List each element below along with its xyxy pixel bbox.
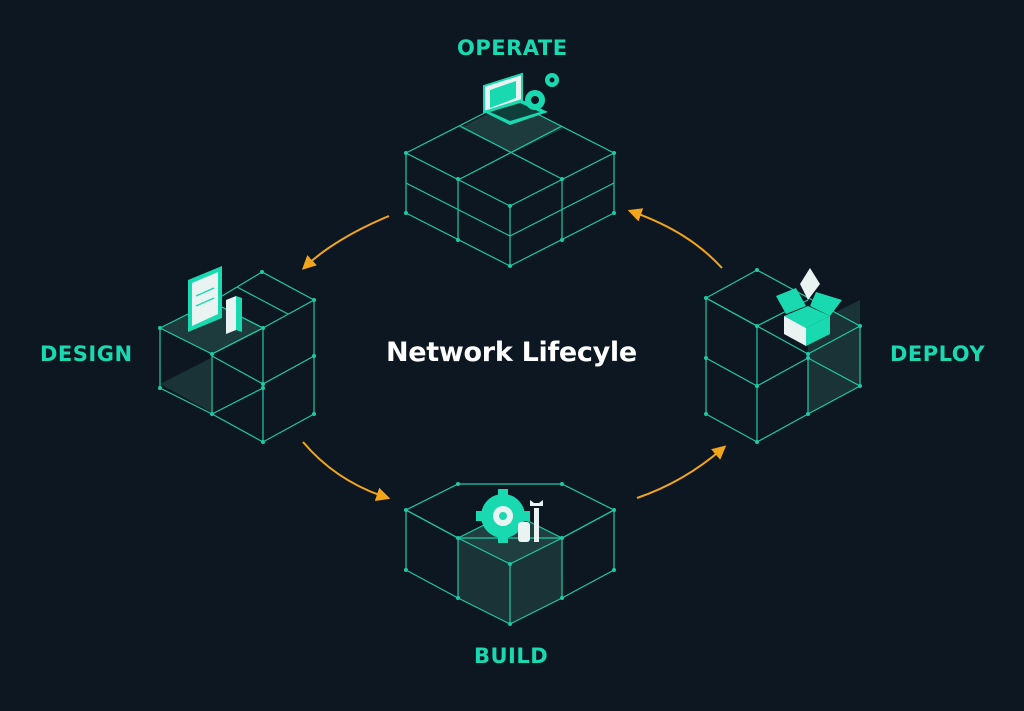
diagram-title: Network Lifecyle	[386, 337, 637, 368]
laptop-gear-icon	[483, 72, 559, 125]
build-nodes	[404, 482, 616, 626]
stage-label-operate: OPERATE	[457, 36, 568, 60]
gear-wrench-icon	[476, 489, 543, 543]
stage-label-deploy: DEPLOY	[890, 342, 986, 366]
operate-cube-cluster	[404, 99, 616, 267]
arrow-design-to-build	[302, 441, 391, 501]
stage-label-design: DESIGN	[40, 342, 133, 366]
arrow-build-to-deploy	[636, 445, 727, 499]
flow-arrows	[301, 208, 727, 501]
stage-label-build: BUILD	[474, 644, 549, 668]
blueprint-ruler-icon	[188, 266, 242, 334]
arrow-operate-to-design	[301, 215, 390, 270]
design-nodes	[158, 270, 316, 444]
open-box-icon	[776, 268, 842, 346]
deploy-nodes	[704, 268, 862, 444]
arrow-deploy-to-operate	[627, 208, 723, 269]
